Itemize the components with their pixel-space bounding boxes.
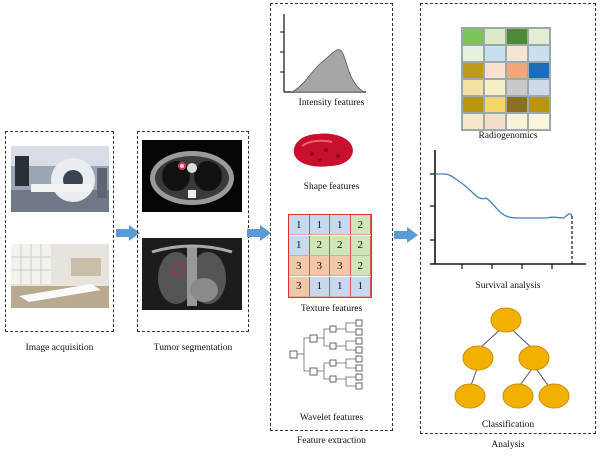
survival-curve	[430, 150, 586, 269]
heatmap-cell	[506, 45, 528, 62]
heatmap-cell	[528, 62, 550, 79]
classification-label: Classification	[481, 420, 535, 430]
shape-features-label: Shape features	[303, 182, 360, 192]
heatmap-cell	[484, 79, 506, 96]
texture-features-label: Texture features	[300, 304, 363, 314]
intensity-features-label: Intensity features	[298, 98, 365, 108]
heatmap-cell	[528, 79, 550, 96]
heatmap-cell	[462, 62, 484, 79]
heatmap-cell	[462, 113, 484, 130]
heatmap-cell	[484, 113, 506, 130]
texture-cell: 1	[330, 215, 351, 235]
intensity-histogram	[280, 14, 366, 93]
texture-cell: 1	[289, 235, 310, 256]
texture-cell: 3	[309, 256, 330, 276]
heatmap-cell	[528, 45, 550, 62]
tumor-segmentation-label: Tumor segmentation	[153, 343, 233, 353]
heatmap-cell	[528, 28, 550, 45]
texture-cell: 2	[309, 235, 330, 256]
image-acquisition-label: Image acquisition	[25, 343, 94, 353]
heatmap-cell	[528, 96, 550, 113]
texture-cell: 2	[350, 235, 371, 256]
texture-cell: 1	[330, 276, 351, 297]
texture-cell: 2	[330, 235, 351, 256]
heatmap-cell	[484, 96, 506, 113]
wavelet-features-label: Wavelet features	[299, 413, 364, 423]
heatmap-cell	[484, 45, 506, 62]
texture-cell: 2	[350, 215, 371, 235]
heatmap-cell	[462, 96, 484, 113]
heatmap-cell	[462, 79, 484, 96]
texture-cell: 3	[289, 256, 310, 276]
wavelet-tree-diagram	[289, 319, 363, 390]
feature-extraction-panel	[270, 3, 393, 431]
heatmap-cell	[506, 62, 528, 79]
heatmap-cell	[484, 62, 506, 79]
arrow-3	[394, 227, 418, 243]
ct-slice-image	[142, 140, 242, 212]
classification-tree	[454, 307, 570, 409]
texture-cell: 1	[309, 215, 330, 235]
texture-cell: 1	[309, 276, 330, 297]
texture-cell: 1	[350, 276, 371, 297]
survival-analysis-label: Survival analysis	[475, 281, 541, 291]
radiogenomics-label: Radiogenomics	[478, 131, 538, 141]
heatmap-cell	[484, 28, 506, 45]
texture-cell: 3	[330, 256, 351, 276]
tumor-shape-icon	[293, 133, 353, 167]
heatmap-cell	[506, 96, 528, 113]
radiogenomics-heatmap	[461, 27, 551, 131]
texture-cell: 2	[350, 256, 371, 276]
analysis-panel	[420, 3, 596, 434]
feature-extraction-label: Feature extraction	[297, 436, 366, 446]
ct-scanner-photo	[11, 146, 109, 212]
analysis-label: Analysis	[491, 440, 525, 450]
texture-cell: 3	[289, 276, 310, 297]
image-acquisition-panel	[5, 131, 114, 332]
heatmap-cell	[506, 28, 528, 45]
heatmap-cell	[462, 28, 484, 45]
heatmap-cell	[506, 113, 528, 130]
heatmap-cell	[506, 79, 528, 96]
heatmap-cell	[528, 113, 550, 130]
xray-room-photo	[11, 244, 109, 308]
texture-cell: 1	[289, 215, 310, 235]
arrow-1	[116, 225, 140, 241]
arrow-2	[247, 225, 271, 241]
heatmap-cell	[462, 45, 484, 62]
chest-xray-image	[142, 238, 242, 310]
